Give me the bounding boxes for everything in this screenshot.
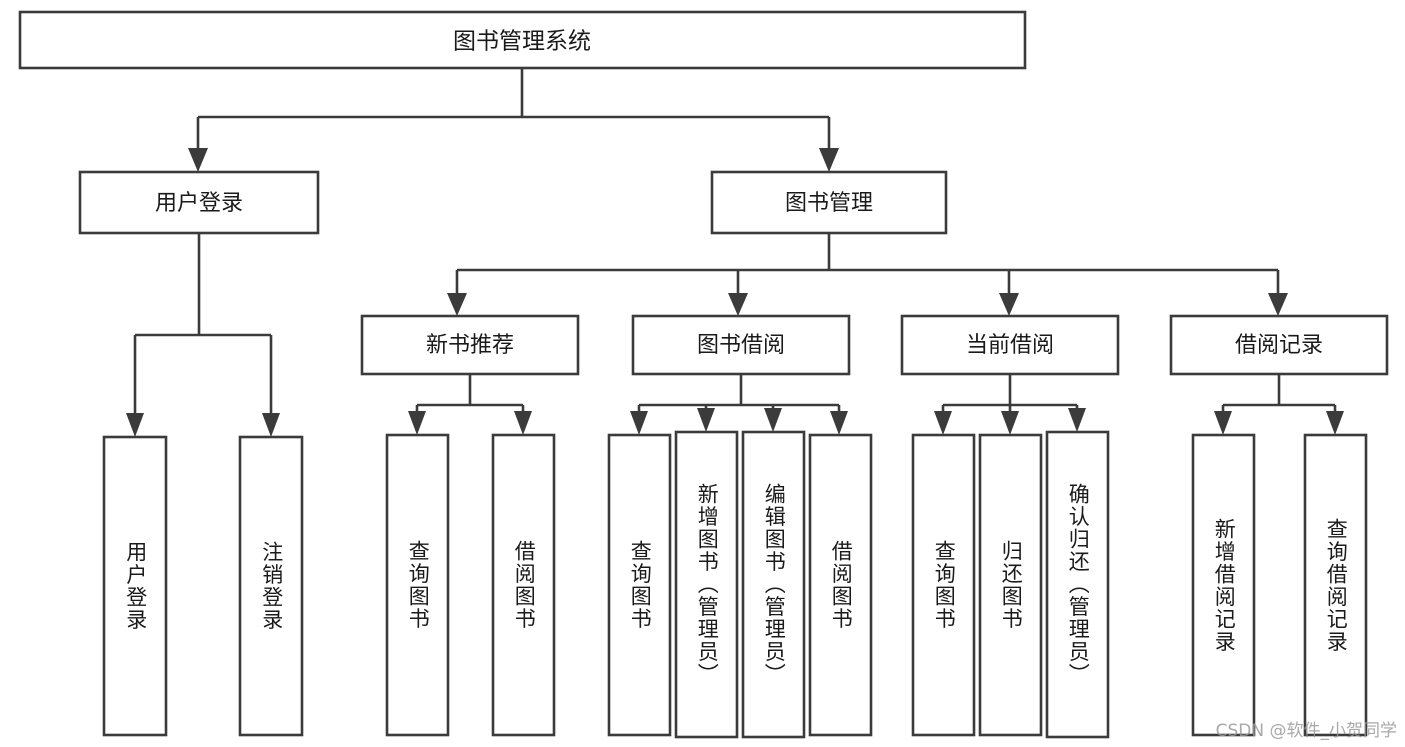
arrow-head-icon-leaf-borrow-book-1 (514, 411, 532, 435)
node-book-borrow-label: 图书借阅 (697, 333, 785, 358)
arrow-head-icon-leaf-edit-book (764, 408, 782, 432)
node-leaf-edit-book-box[interactable] (741, 430, 806, 739)
node-leaf-borrow-book-2-box[interactable] (808, 433, 873, 737)
node-leaf-query-book-1-box[interactable] (385, 433, 450, 737)
node-leaf-query-book-3-box[interactable] (911, 433, 976, 737)
arrow-head-icon-current-borrow (999, 293, 1019, 316)
node-leaf-query-record-box[interactable] (1303, 433, 1368, 737)
node-leaf-logout-box[interactable] (238, 435, 304, 737)
node-new-book-recommend-box[interactable] (360, 314, 580, 376)
arrow-head-icon-book-manage (819, 148, 839, 172)
arrow-head-icon-leaf-query-book-1 (408, 411, 426, 435)
watermark-text: CSDN @软件_小贺同学 (1215, 721, 1397, 741)
node-current-borrow-label: 当前借阅 (966, 333, 1054, 358)
arrow-head-icon-leaf-return-book (1001, 411, 1019, 435)
arrow-head-icon-leaf-query-book-2 (630, 411, 648, 435)
arrow-head-icon-book-borrow (728, 293, 748, 316)
node-borrow-record-label: 借阅记录 (1235, 333, 1323, 358)
node-leaf-return-book-box[interactable] (978, 433, 1043, 737)
arrow-head-icon-leaf-add-book (697, 408, 715, 432)
arrow-head-icon-leaf-query-book-3 (934, 411, 952, 435)
node-new-book-recommend-label: 新书推荐 (426, 333, 514, 358)
node-user-login-label: 用户登录 (155, 191, 243, 216)
node-leaf-user-login-box[interactable] (102, 435, 168, 737)
node-current-borrow-box[interactable] (900, 314, 1120, 376)
node-book-manage-label: 图书管理 (785, 191, 873, 216)
node-leaf-borrow-book-1-box[interactable] (491, 433, 556, 737)
arrow-head-icon-borrow-record (1268, 293, 1288, 316)
node-leaf-add-book-box[interactable] (674, 430, 739, 739)
arrow-head-icon-leaf-logout (262, 413, 280, 437)
node-leaf-confirm-return-box[interactable] (1045, 430, 1110, 739)
node-leaf-add-record-box[interactable] (1191, 433, 1256, 737)
arrow-head-icon-leaf-user-login (126, 413, 144, 437)
node-book-manage-box[interactable] (710, 170, 948, 235)
node-leaf-query-book-2-box[interactable] (607, 433, 672, 737)
arrow-head-icon-leaf-add-record (1214, 411, 1232, 435)
node-book-borrow-box[interactable] (631, 314, 851, 376)
arrow-head-icon-leaf-borrow-book-2 (830, 411, 848, 435)
node-borrow-record-box[interactable] (1169, 314, 1389, 376)
arrow-head-icon-leaf-confirm-return (1068, 408, 1086, 432)
arrow-head-icon-user-login (188, 148, 208, 172)
arrow-head-icon-new-book-recommend (447, 293, 467, 316)
node-root-box[interactable] (18, 10, 1027, 70)
arrow-head-icon-leaf-query-record (1326, 411, 1344, 435)
node-root-label: 图书管理系统 (453, 29, 591, 55)
